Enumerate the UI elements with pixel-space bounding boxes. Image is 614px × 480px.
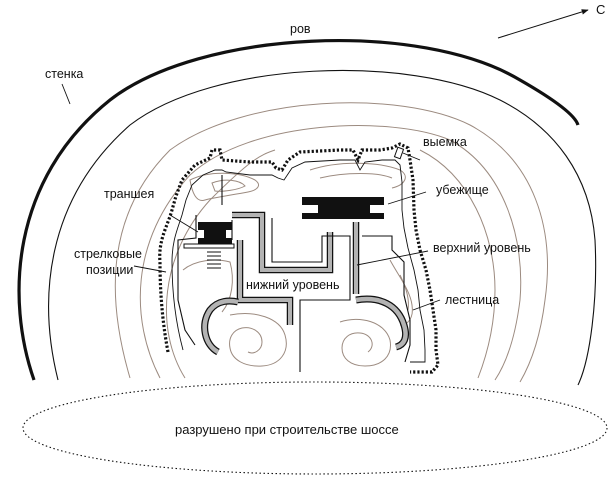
destroyed-area-label: разрушено при строительстве шоссе: [175, 422, 399, 437]
trench-stair-rungs: [207, 251, 221, 269]
rampart-outline: [158, 142, 440, 374]
moat-inner-edge: [48, 69, 597, 386]
stair-ramps: [201, 295, 410, 356]
trench-label: траншея: [104, 187, 154, 201]
lower-level-label: нижний уровень: [246, 278, 339, 292]
notch-label: выемка: [423, 135, 467, 149]
outer-wall-arc: [17, 39, 580, 381]
corridor-system: [232, 211, 360, 325]
upper-level-label: верхний уровень: [433, 241, 531, 255]
notch-marker: [393, 146, 405, 160]
wall-label: стенка: [45, 67, 83, 81]
stairs-label: лестница: [445, 293, 499, 307]
leader-lines: [61, 83, 441, 311]
destroyed-area: [22, 381, 608, 475]
terrain-contours: [114, 102, 548, 383]
rifle-positions-label-line2: позиции: [86, 263, 133, 277]
trench-block: [183, 222, 235, 249]
rifle-positions-label-line1: стрелковые: [74, 247, 142, 261]
compass-north-label: С: [596, 2, 605, 17]
shelter-block: [302, 197, 384, 219]
shelter-label: убежище: [436, 183, 489, 197]
inner-walls: [177, 175, 411, 372]
compass-arrow: [497, 9, 589, 39]
moat-label: ров: [290, 22, 311, 36]
